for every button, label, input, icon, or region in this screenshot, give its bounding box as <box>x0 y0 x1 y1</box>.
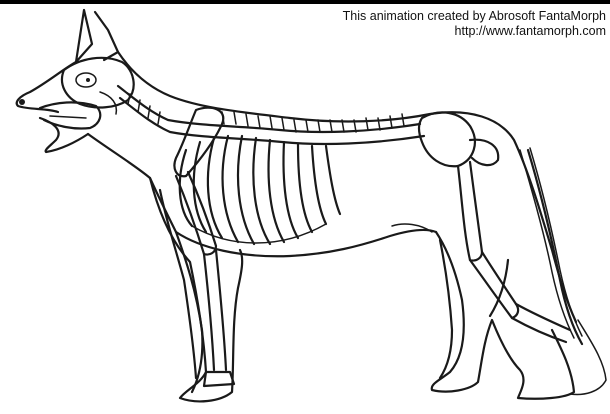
dog-hind-leg-bones <box>392 112 570 378</box>
dog-body-outline <box>17 10 606 401</box>
dog-skull <box>40 58 134 129</box>
